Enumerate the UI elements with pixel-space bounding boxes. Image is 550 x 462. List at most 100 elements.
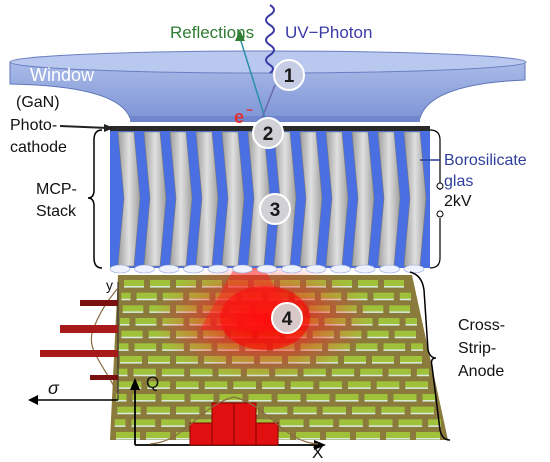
anode-strip-edge bbox=[124, 286, 144, 288]
anode-strip-edge bbox=[428, 425, 441, 427]
anode-strip bbox=[122, 305, 144, 312]
mcp-channel bbox=[143, 131, 167, 267]
anode-strip bbox=[381, 406, 405, 413]
anode-strip bbox=[368, 419, 393, 426]
anode-strip-edge bbox=[161, 400, 185, 402]
anode-strip-edge bbox=[262, 387, 285, 389]
anode-strip bbox=[117, 368, 128, 375]
histogram-bar bbox=[233, 402, 257, 446]
anode-strip bbox=[416, 432, 440, 438]
anode-strip bbox=[116, 394, 127, 400]
voltage-label: 2kV bbox=[444, 193, 472, 210]
anode-strip bbox=[386, 432, 410, 438]
mcp-opening bbox=[256, 264, 278, 274]
anode-strip bbox=[114, 419, 126, 426]
anode-strip-edge bbox=[136, 298, 157, 301]
anode-strip bbox=[335, 394, 359, 400]
anode-strip bbox=[120, 356, 142, 362]
anode-strip bbox=[124, 280, 144, 286]
anode-strip-edge bbox=[176, 387, 199, 389]
anode-strip-edge bbox=[176, 438, 200, 440]
anode-strip bbox=[250, 419, 274, 426]
histogram-bar bbox=[255, 422, 279, 446]
anode-strip bbox=[176, 432, 200, 438]
anode-strip-edge bbox=[309, 425, 334, 427]
anode-strip bbox=[362, 305, 384, 312]
anode-strip-edge bbox=[372, 362, 394, 364]
mcp-opening bbox=[207, 264, 229, 274]
mcp-opening bbox=[354, 264, 376, 274]
anode-strip-edge bbox=[405, 387, 428, 389]
mcp-opening bbox=[403, 264, 425, 274]
anode-strip bbox=[399, 292, 411, 299]
anode-strip-edge bbox=[322, 412, 346, 415]
mcp-opening bbox=[134, 264, 155, 274]
borosilicate-label: Borosilicate bbox=[444, 152, 527, 169]
x-axis-label: X bbox=[312, 443, 323, 462]
anode-strip bbox=[322, 406, 346, 413]
step-1-label: 1 bbox=[284, 66, 295, 87]
stack-label: Stack bbox=[36, 203, 77, 220]
anode-strip-edge bbox=[147, 387, 170, 389]
anode-strip bbox=[279, 419, 304, 426]
photo-label: Photo- bbox=[10, 117, 57, 134]
anode-strip-edge bbox=[393, 400, 417, 402]
anode-strip-edge bbox=[339, 425, 363, 427]
anode-strip bbox=[121, 292, 131, 299]
anode-strip-edge bbox=[135, 324, 157, 326]
anode-strip-edge bbox=[398, 425, 423, 427]
anode-strip bbox=[118, 343, 129, 350]
anode-strip-edge bbox=[134, 349, 157, 351]
voltage-line bbox=[429, 218, 441, 269]
mcp-opening bbox=[232, 264, 253, 274]
anode-strip-edge bbox=[399, 298, 411, 301]
q-axis-arrow-icon bbox=[130, 378, 140, 390]
reflections-label: Reflections bbox=[170, 23, 254, 42]
step-1-marker: 1 bbox=[273, 59, 305, 91]
anode-strip bbox=[355, 343, 378, 350]
anode-strip-edge bbox=[319, 387, 342, 389]
anode-strip-edge bbox=[204, 387, 228, 389]
anode-strip-edge bbox=[118, 387, 142, 389]
anode-strip bbox=[135, 318, 157, 324]
uv-photon-wave bbox=[265, 4, 275, 74]
anode-strip-edge bbox=[264, 412, 288, 415]
anode-strip bbox=[133, 368, 156, 375]
mcp-opening bbox=[281, 264, 302, 274]
anode-strip bbox=[384, 280, 404, 286]
anode-bracket bbox=[409, 271, 451, 441]
anode-strip-edge bbox=[293, 412, 317, 415]
y-bar bbox=[80, 300, 118, 306]
anode-strip bbox=[422, 394, 435, 400]
reflection-ray bbox=[239, 37, 266, 119]
anode-strip-edge bbox=[121, 298, 131, 301]
anode-strip-edge bbox=[176, 412, 200, 415]
q-axis-label: Q bbox=[146, 373, 159, 392]
anode-strip bbox=[190, 419, 215, 426]
anode-strip-edge bbox=[116, 438, 140, 440]
window-top-face bbox=[9, 50, 527, 74]
anode-strip-edge bbox=[148, 362, 170, 364]
anode-strip-edge bbox=[335, 400, 359, 402]
mcp-opening bbox=[305, 264, 327, 274]
anode-strip-edge bbox=[190, 374, 213, 377]
anode-strip-edge bbox=[296, 438, 320, 440]
anode-strip-edge bbox=[383, 349, 406, 351]
mcp-bracket bbox=[87, 129, 103, 269]
mcp-label: MCP- bbox=[36, 181, 77, 198]
anode-strip bbox=[309, 419, 334, 426]
step-3-marker: 3 bbox=[259, 193, 291, 225]
anode-strip bbox=[344, 356, 366, 362]
anode-strip bbox=[118, 381, 142, 388]
anode-strip-edge bbox=[422, 400, 435, 402]
anode-strip bbox=[277, 394, 301, 400]
qx-histogram bbox=[130, 378, 326, 450]
anode-strip bbox=[356, 432, 380, 438]
y-bar bbox=[40, 350, 118, 357]
anode-strip-edge bbox=[381, 412, 405, 415]
step-4-marker: 4 bbox=[271, 302, 303, 334]
anode-strip-edge bbox=[367, 336, 389, 339]
y-bar bbox=[90, 375, 118, 380]
anode-strip bbox=[378, 318, 400, 324]
